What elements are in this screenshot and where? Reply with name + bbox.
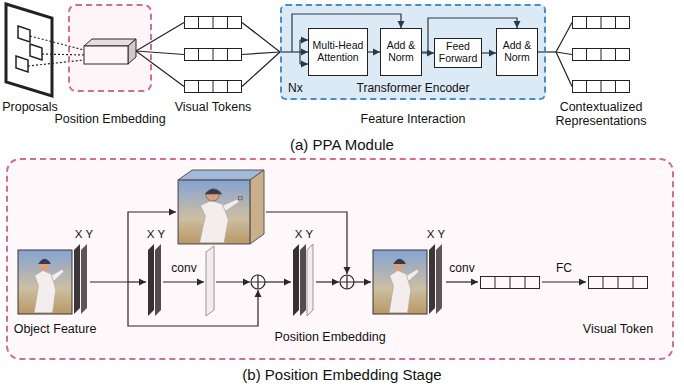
wire bbox=[242, 52, 280, 55]
text-slot: X Y bbox=[147, 228, 165, 241]
text-slot: X Y bbox=[75, 228, 93, 241]
proposal-box bbox=[30, 44, 42, 60]
wire bbox=[556, 52, 572, 55]
stage-region: X Y X Y X Y X Y conv conv FC Object FeaturePosi… bbox=[6, 158, 674, 360]
subcaption: (a) PPA Module bbox=[290, 136, 394, 153]
encoder-block: NxTransformer EncoderFeature Interaction… bbox=[280, 4, 546, 100]
token bbox=[184, 80, 241, 93]
norm-box: Add & Norm bbox=[380, 28, 422, 76]
text-slot: Multi-Head Attention bbox=[311, 40, 365, 63]
attention-box: Multi-Head Attention bbox=[308, 28, 368, 76]
node-label: Add & Norm bbox=[503, 39, 532, 63]
node-label: Feed Forward bbox=[439, 40, 478, 64]
node-label: conv bbox=[171, 261, 196, 275]
text-slot: Visual Token bbox=[583, 322, 653, 336]
node-label: conv bbox=[449, 261, 474, 275]
label-slot: Proposals bbox=[2, 100, 58, 114]
text-slot: Position Embedding bbox=[54, 112, 165, 126]
figure-label: Contextualized Representations bbox=[555, 100, 646, 128]
label-slot: (b) Position Embedding Stage bbox=[242, 366, 441, 383]
node-label: X Y bbox=[427, 228, 445, 240]
text-slot: conv bbox=[449, 262, 474, 276]
token bbox=[184, 16, 241, 29]
label-slot: Visual Tokens bbox=[175, 100, 252, 114]
text-slot: Nx bbox=[288, 82, 303, 96]
text-slot: X Y bbox=[295, 228, 313, 241]
node-label: Multi-Head Attention bbox=[313, 39, 364, 63]
node-label: Visual Token bbox=[583, 322, 653, 336]
node-label: Add & Norm bbox=[387, 39, 416, 63]
node-label: FC bbox=[556, 261, 572, 275]
text-slot: Add & Norm bbox=[499, 40, 535, 63]
text-slot: Feature Interaction bbox=[361, 112, 466, 126]
feedforward-box: Feed Forward bbox=[434, 38, 482, 68]
wire bbox=[556, 23, 572, 53]
node-label: Position Embedding bbox=[54, 112, 165, 126]
node-label: Transformer Encoder bbox=[357, 81, 470, 95]
text-slot: Feed Forward bbox=[437, 41, 479, 64]
text-slot: conv bbox=[171, 262, 196, 276]
token bbox=[572, 80, 629, 93]
text-slot: Transformer Encoder bbox=[357, 82, 470, 96]
text-slot: Position Embedding bbox=[274, 330, 385, 344]
wire bbox=[242, 52, 280, 87]
label-slot: (a) PPA Module bbox=[290, 136, 394, 153]
contextualized-tokens bbox=[572, 16, 629, 93]
text-slot: Object Feature bbox=[14, 322, 97, 336]
proposal-box bbox=[18, 26, 30, 42]
text-slot: Add & Norm bbox=[383, 40, 419, 63]
node-label: X Y bbox=[147, 228, 165, 240]
label-slot: Contextualized Representations bbox=[549, 100, 653, 129]
text-slot: X Y bbox=[427, 228, 445, 241]
figure-label: Visual Tokens bbox=[175, 100, 252, 114]
token bbox=[184, 48, 241, 61]
norm-box: Add & Norm bbox=[496, 28, 538, 76]
token bbox=[572, 48, 629, 61]
node-label: Position Embedding bbox=[274, 330, 385, 344]
wire bbox=[242, 23, 280, 53]
embedding-region: Position Embedding bbox=[68, 4, 152, 92]
node-label: X Y bbox=[75, 228, 93, 240]
node-label: Object Feature bbox=[14, 322, 97, 336]
proposals-image bbox=[6, 4, 52, 96]
text-slot: FC bbox=[556, 262, 572, 276]
node-label: X Y bbox=[295, 228, 313, 240]
token bbox=[572, 16, 629, 29]
node-label: Feature Interaction bbox=[361, 112, 466, 126]
proposal-box bbox=[16, 56, 28, 72]
subcaption: (b) Position Embedding Stage bbox=[242, 366, 441, 383]
node-label: Nx bbox=[288, 81, 303, 95]
wire bbox=[556, 52, 572, 87]
figure-label: Proposals bbox=[2, 100, 58, 114]
image-frame bbox=[6, 4, 52, 96]
visual-tokens bbox=[184, 16, 241, 93]
